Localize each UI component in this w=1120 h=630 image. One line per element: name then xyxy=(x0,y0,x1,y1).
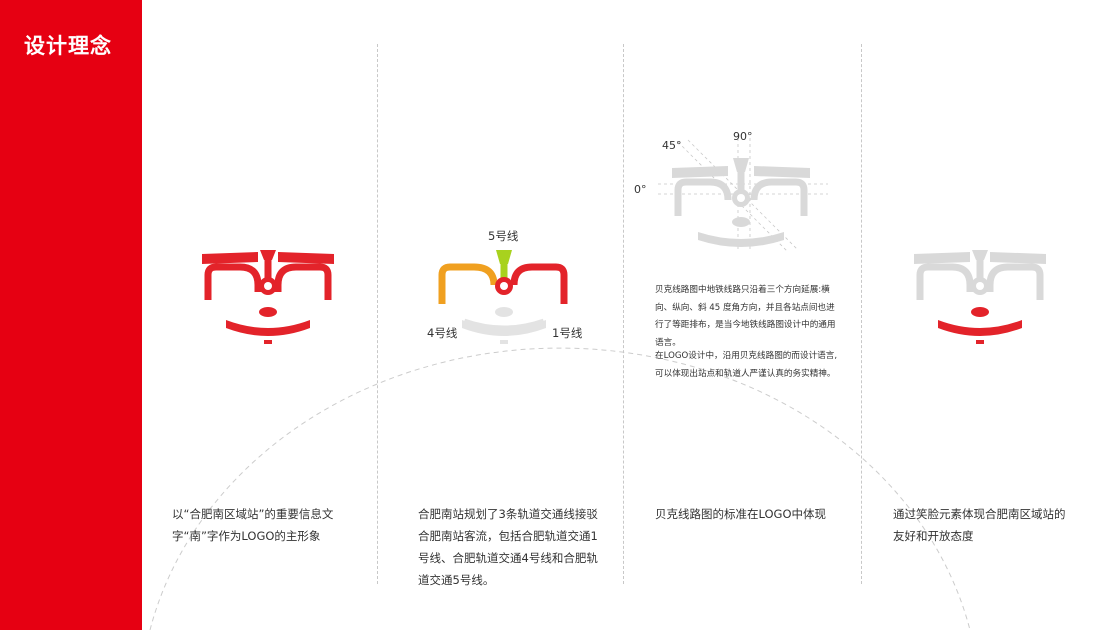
angle-label-45: 45° xyxy=(662,139,682,152)
logo-angle-guides xyxy=(658,132,838,257)
sidebar-band: 设计理念 xyxy=(0,0,142,630)
angle-label-0: 0° xyxy=(634,183,647,196)
label-line1: 1号线 xyxy=(552,326,583,340)
logo-red xyxy=(198,240,338,350)
page-title: 设计理念 xyxy=(24,34,112,58)
column-divider xyxy=(623,44,624,584)
label-line4: 4号线 xyxy=(427,326,458,340)
caption-metro-lines: 合肥南站规划了3条轨道交通线接驳合肥南站客流，包括合肥轨道交通1号线、合肥轨道交… xyxy=(418,507,598,587)
logo-smile xyxy=(910,240,1050,350)
caption-baker-standard: 贝克线路图的标准在LOGO中体现 xyxy=(655,507,827,521)
logo-metro-lines xyxy=(434,240,574,350)
column-divider xyxy=(861,44,862,584)
caption-smile: 通过笑脸元素体现合肥南区域站的友好和开放态度 xyxy=(893,507,1066,543)
paragraph-baker-standard: 贝克线路图中地铁线路只沿着三个方向延展:横向、纵向、斜 45 度角方向，并且各站… xyxy=(655,285,836,348)
angle-label-90: 90° xyxy=(733,130,753,143)
paragraph-logo-application: 在LOGO设计中，沿用贝克线路图的而设计语言,可以体现出站点和轨道人严谨认真的务… xyxy=(655,351,838,379)
caption-main-shape: 以“合肥南区域站”的重要信息文字“南”字作为LOGO的主形象 xyxy=(172,507,334,543)
column-divider xyxy=(377,44,378,584)
label-line5: 5号线 xyxy=(488,229,519,243)
